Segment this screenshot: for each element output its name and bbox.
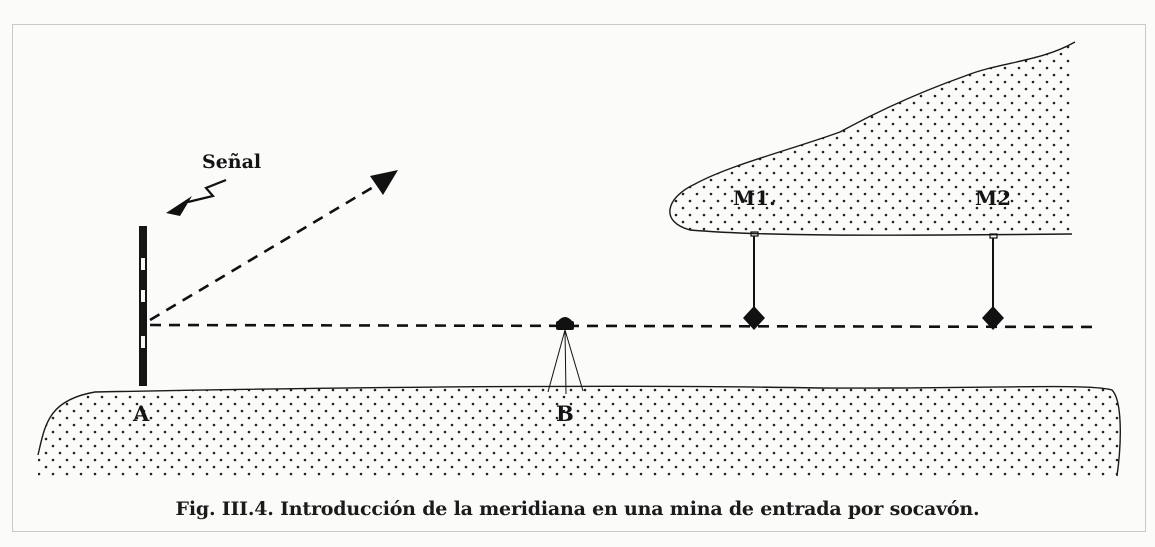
diagonal-arrow-head [370, 170, 398, 195]
signal-label: Señal [202, 151, 261, 173]
ground-terrain [38, 386, 1121, 476]
signal-arrow-head [166, 196, 192, 216]
horizontal-sight-line [149, 323, 1101, 329]
pole-band-3 [141, 336, 145, 348]
theodolite-tripod [547, 317, 584, 395]
plumb-line-m2 [982, 233, 1004, 330]
pole-band-2 [141, 290, 145, 302]
ground-surface-line [37, 385, 1121, 477]
ranging-pole [139, 226, 147, 386]
point-b-label: B [556, 401, 574, 426]
pole-band-1 [141, 258, 145, 270]
rock-mass [669, 42, 1075, 236]
signal-zigzag [187, 178, 227, 204]
mark-m1-label: M1. [733, 186, 776, 210]
figure-caption: Fig. III.4. Introducción de la meridiana… [175, 498, 980, 520]
plumb-line-m1 [743, 231, 765, 330]
point-a-label: A [132, 401, 150, 426]
rock-mass-outline [669, 41, 1076, 236]
mark-m2-label: M2 [975, 186, 1011, 210]
diagonal-sight-line [149, 178, 386, 322]
